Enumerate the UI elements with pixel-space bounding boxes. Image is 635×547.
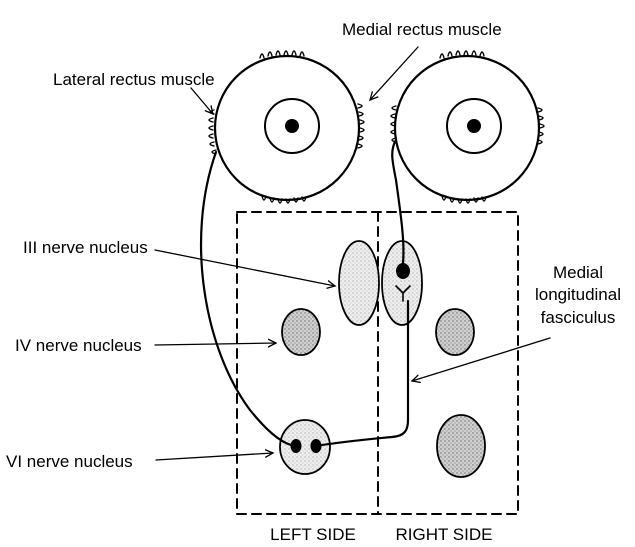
vi-nerve [201, 152, 296, 446]
right-vi-nucleus [437, 415, 485, 477]
mlf-label-line3: fasciculus [541, 308, 616, 327]
iv-nucleus-label: IV nerve nucleus [15, 336, 142, 355]
right-eye [391, 51, 544, 203]
nuclei [280, 241, 485, 477]
right-side-label: RIGHT SIDE [396, 525, 493, 544]
right-iii-nucleus [382, 241, 422, 325]
right-iv-nucleus [436, 309, 474, 355]
lateral-rectus-label: Lateral rectus muscle [53, 70, 215, 89]
left-iv-nucleus [282, 309, 320, 355]
left-eye [209, 51, 364, 203]
left-vi-nucleus [280, 420, 330, 474]
medial-rectus-label: Medial rectus muscle [342, 20, 502, 39]
mlf-label-line1: Medial [553, 263, 603, 282]
left-iii-nucleus [339, 241, 379, 325]
mlf-label-line2: longitudinal [535, 285, 621, 304]
iii-nucleus-label: III nerve nucleus [23, 238, 148, 257]
left-side-label: LEFT SIDE [270, 525, 356, 544]
vi-nucleus-label: VI nerve nucleus [6, 452, 133, 471]
